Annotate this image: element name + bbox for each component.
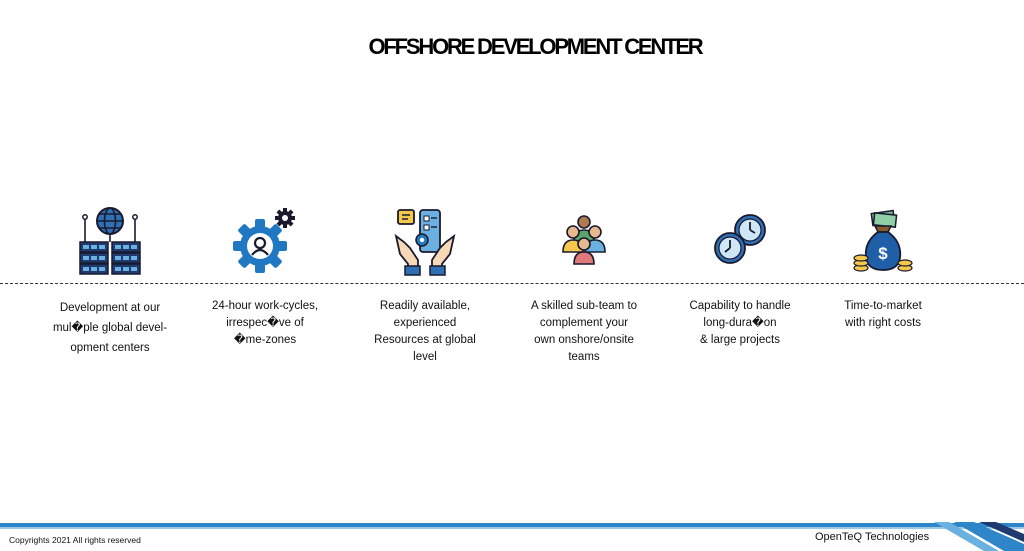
footer-stripes-icon (934, 522, 1024, 551)
feature-label: Capability to handle long-dura�on & larg… (689, 300, 791, 346)
feature-label: Development at our mul�ple global devel-… (52, 302, 168, 354)
hands-phone-icon (394, 209, 456, 276)
global-server-icon (79, 207, 141, 275)
footer-bar (0, 523, 1024, 527)
feature-label: A skilled sub-team to complement your ow… (530, 300, 638, 363)
feature-label: Readily available, experienced Resources… (374, 300, 476, 363)
copyright-text: Copyrights 2021 All rights reserved (9, 535, 141, 545)
clocks-icon (714, 214, 766, 264)
footer-bar-accent (0, 527, 1024, 529)
page-title: OFFSHORE DEVELOPMENT CENTER (368, 34, 704, 59)
svg-text:$: $ (878, 244, 888, 263)
feature-label: Time-to-market with right costs (844, 300, 922, 329)
feature-label: 24-hour work-cycles, irrespec�ve of �me-… (211, 300, 319, 346)
money-bag-icon: $ (853, 209, 913, 272)
gear-user-icon (233, 208, 295, 273)
dashed-divider (0, 283, 1024, 284)
brand-name: OpenTeQ Technologies (815, 531, 930, 543)
team-icon (562, 215, 606, 265)
